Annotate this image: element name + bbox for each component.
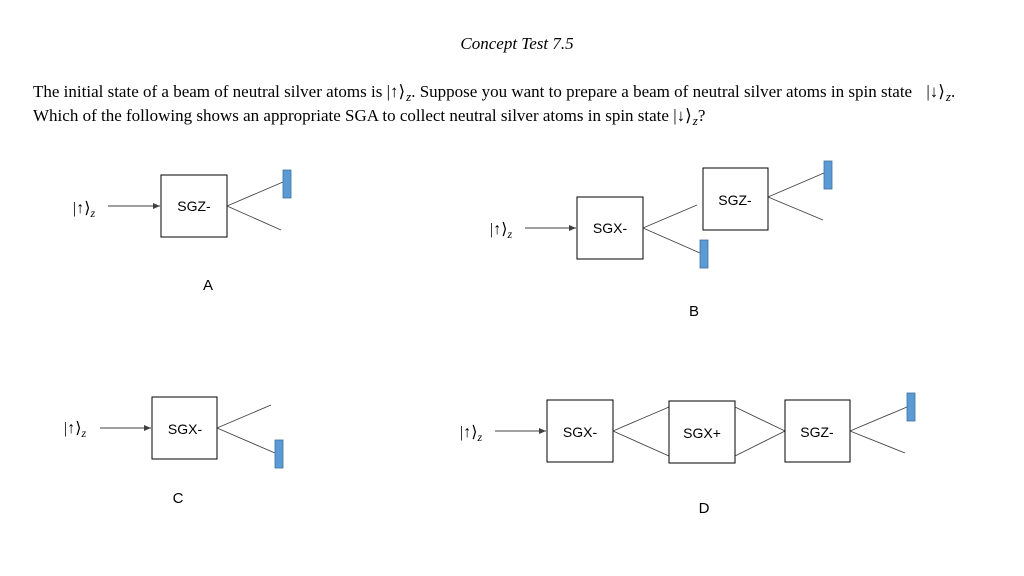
diagram-b-beam-up (642, 204, 698, 229)
diagram-d-box-2 (668, 400, 736, 464)
question-part-2: . Suppose you want to prepare a beam of … (411, 82, 913, 101)
diagram-b-box-2 (702, 167, 769, 231)
diagram-a-letter: A (203, 277, 213, 294)
diagram-d-input-ket: |↑⟩z (460, 424, 482, 444)
diagram-b-box-2-label: SGZ- (718, 192, 752, 208)
diagram-a: |↑⟩z SGZ- A (73, 169, 292, 294)
ket-down-state: |↓⟩z (926, 82, 951, 104)
diagram-d-box-1 (546, 399, 614, 463)
diagram-d-beam-1-up (612, 406, 670, 432)
diagram-d-letter: D (699, 500, 710, 517)
diagram-b-box-1-label: SGX- (593, 220, 628, 236)
diagram-c: |↑⟩z SGX- C (64, 396, 284, 507)
question-part-4: ? (697, 106, 706, 125)
diagram-c-input-ket: |↑⟩z (64, 420, 86, 440)
ket-down-state-2: |↓⟩z (673, 106, 698, 128)
diagram-b-detector-1 (699, 239, 709, 269)
diagram-d-beam-3-down (849, 430, 906, 454)
diagram-d-beam-1-down (612, 430, 670, 457)
question-text: The initial state of a beam of neutral s… (33, 80, 1003, 128)
diagram-d: |↑⟩z SGX- SGX+ SGZ- D (460, 392, 916, 517)
question-part-1: The initial state of a beam of neutral s… (33, 82, 383, 101)
diagram-c-beam-down (216, 427, 276, 454)
question-part-3: . Which of the following shows an approp… (33, 82, 956, 125)
diagram-c-beam-up (216, 404, 272, 429)
diagram-b-detector-2 (823, 160, 833, 190)
diagram-d-box-1-label: SGX- (563, 424, 598, 440)
diagram-d-beam-3-up (849, 406, 908, 432)
diagram-a-box-1 (160, 174, 228, 238)
diagram-c-detector (274, 439, 284, 469)
ket-up-state: |↑⟩z (386, 82, 412, 104)
diagram-d-detector (906, 392, 916, 422)
diagram-c-letter: C (173, 490, 184, 507)
concept-test-title: Concept Test 7.5 (460, 34, 574, 53)
diagram-a-beam-down (226, 205, 282, 231)
diagram-b: |↑⟩z SGX- SGZ- B (490, 160, 833, 320)
diagram-d-box-2-label: SGX+ (683, 425, 721, 441)
diagram-d-box-3-label: SGZ- (800, 424, 834, 440)
diagram-d-beam-2-up (734, 406, 786, 432)
diagram-c-box-1 (151, 396, 218, 460)
diagram-b-beam-down (642, 227, 701, 254)
diagram-b-beam-2-down (767, 196, 824, 221)
diagram-a-input-ket: |↑⟩z (73, 200, 95, 220)
diagram-b-letter: B (689, 303, 699, 320)
diagram-d-beam-2-down (734, 430, 786, 457)
diagram-c-box-1-label: SGX- (168, 421, 203, 437)
diagram-b-beam-2-up (767, 172, 825, 198)
diagram-a-box-1-label: SGZ- (177, 198, 211, 214)
diagram-a-detector (282, 169, 292, 199)
diagram-a-beam-up (226, 181, 284, 207)
diagram-b-input-ket: |↑⟩z (490, 221, 512, 241)
